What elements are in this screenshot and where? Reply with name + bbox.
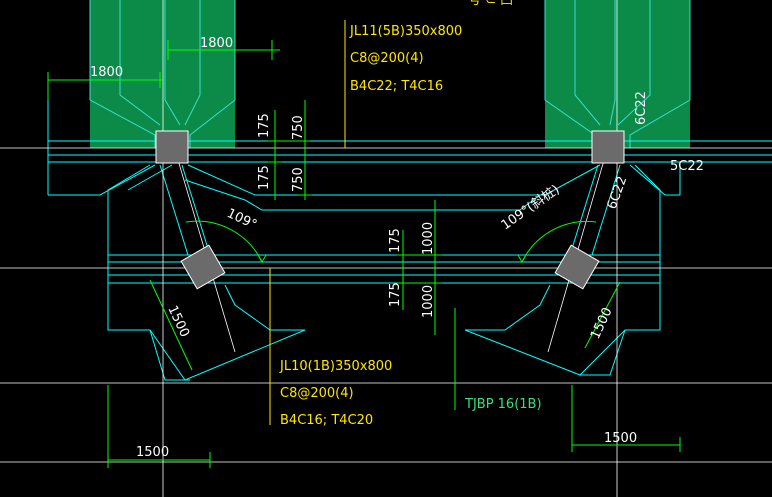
pile-top-left — [155, 130, 189, 164]
dim-bottom-left-label: 1500 — [136, 445, 169, 460]
left-cap-inner-1 — [127, 164, 173, 191]
rebar-vert-label: 6C22 — [634, 91, 649, 125]
left-strut-edge-2 — [181, 164, 211, 256]
dim-mid-half-a: 1000 — [421, 222, 436, 255]
right-strut-edge-1 — [569, 164, 599, 256]
dim-bottom-right-label: 1500 — [604, 431, 637, 446]
pile-mid-left — [180, 244, 226, 290]
left-col-outline-mid2 — [164, 0, 181, 126]
left-cap-arc-edge — [224, 284, 305, 331]
angle-arc-right — [521, 220, 597, 263]
dim-mid-offset-b: 175 — [388, 282, 403, 307]
rebar-horiz-label: 5C22 — [670, 159, 704, 174]
right-col-outline-mid3 — [617, 0, 651, 126]
dim-diag-right-label: 1500 — [588, 305, 616, 341]
piles — [155, 130, 625, 290]
angle-arc-left — [185, 220, 263, 263]
right-cap-lower-bevel — [580, 329, 626, 376]
dim-diag-right — [584, 281, 621, 349]
beam-bottom-mark: JL10(1B)350x800 — [279, 359, 392, 374]
beam-top-bars: B4C22; T4C16 — [350, 79, 443, 94]
beam-top-stirrup: C8@200(4) — [350, 51, 424, 66]
dim-mid-half-b: 1000 — [421, 285, 436, 318]
angle-arrow-right — [517, 254, 527, 264]
left-col-outline-mid1 — [119, 0, 161, 126]
top-beam-under-right — [629, 164, 680, 196]
pile-mid-right — [554, 244, 600, 290]
dim-upper-offset: 175 — [257, 113, 272, 138]
column-fill-left — [90, 0, 235, 148]
left-cap-inner-2 — [187, 164, 601, 196]
angle-arcs — [185, 220, 597, 264]
right-cap-arc-edge — [465, 284, 551, 331]
left-cap-lower-bevel — [149, 329, 190, 381]
right-col-outline-mid1 — [574, 0, 601, 126]
dim-top-width-a: 1800 — [200, 36, 233, 51]
left-cap-outer — [107, 164, 306, 381]
left-col-outline-mid3 — [184, 0, 201, 126]
top-text-fragment: 号 ⊂ 凹 — [468, 0, 513, 8]
angle-arrow-left — [257, 254, 267, 264]
right-cap-outer — [464, 164, 661, 376]
top-beam-under-left — [48, 164, 156, 196]
dim-lower-offset: 175 — [257, 165, 272, 190]
angle-right-label: 109°(斜桩) — [499, 182, 563, 233]
left-strut-edge-1 — [159, 164, 189, 256]
right-col-outline-mid2 — [609, 0, 616, 126]
rebar-diag-label: 6C22 — [605, 174, 631, 211]
pile-top-right — [591, 130, 625, 164]
dim-diag-left-label: 1500 — [164, 303, 192, 339]
beam-bottom-stirrup: C8@200(4) — [280, 386, 354, 401]
dim-mid-offset-a: 175 — [388, 228, 403, 253]
dim-upper-half: 750 — [291, 115, 306, 140]
dim-lower-half: 750 — [291, 167, 306, 192]
column-fill-right — [545, 0, 690, 148]
dimension-lines — [47, 40, 681, 468]
leaders — [269, 20, 346, 425]
cap-label: TJBP 16(1B) — [464, 397, 542, 412]
dim-top-width-b: 1800 — [90, 65, 123, 80]
beam-bottom-bars: B4C16; T4C20 — [280, 413, 373, 428]
column-fills — [90, 0, 690, 148]
right-strut-edge-2 — [591, 164, 621, 256]
beam-top-mark: JL11(5B)350x800 — [349, 24, 462, 39]
dim-diag-left — [149, 279, 193, 371]
left-cap-inner-3 — [184, 179, 541, 211]
